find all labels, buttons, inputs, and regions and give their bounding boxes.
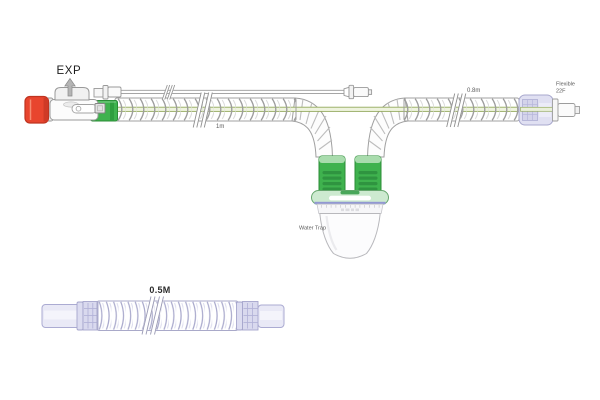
extension-corrugated-tube — [96, 300, 239, 331]
limb2-break-marks — [446, 92, 467, 128]
top-port — [93, 85, 122, 100]
limb1-break-marks — [192, 91, 213, 129]
extension-left-connector — [41, 301, 99, 331]
extension-length-label: 0.5M — [149, 285, 170, 295]
water-trap-inlet-left — [318, 155, 346, 194]
water-trap-inlet-right — [354, 155, 382, 194]
flexible-tip — [552, 98, 580, 122]
exp-valve-assembly — [24, 77, 122, 124]
exp-label: EXP — [57, 65, 82, 77]
heater-wire-through-cuff — [520, 106, 557, 112]
exp-arrow-icon — [64, 77, 76, 97]
limb1-length-label: 1m — [216, 124, 224, 130]
extension-break-marks — [141, 295, 164, 336]
water-trap-cap — [311, 190, 389, 205]
pressure-line-connector — [343, 84, 373, 100]
flexible-label-line2: 22F — [556, 89, 566, 95]
water-trap — [311, 155, 389, 259]
water-trap-collar — [316, 203, 384, 214]
water-trap-label: Water Trap — [299, 226, 326, 232]
pressure-line — [121, 89, 344, 95]
extension-tube — [41, 295, 285, 336]
pressure-line-break-marks — [161, 84, 176, 100]
water-trap-cup — [319, 213, 381, 259]
extension-right-connector — [236, 301, 285, 331]
wire-latch-clip — [94, 103, 106, 114]
limb2-length-label: 0.8m — [467, 88, 480, 94]
flexible-label-line1: Flexible — [556, 82, 575, 88]
flexible-connector — [518, 94, 580, 126]
